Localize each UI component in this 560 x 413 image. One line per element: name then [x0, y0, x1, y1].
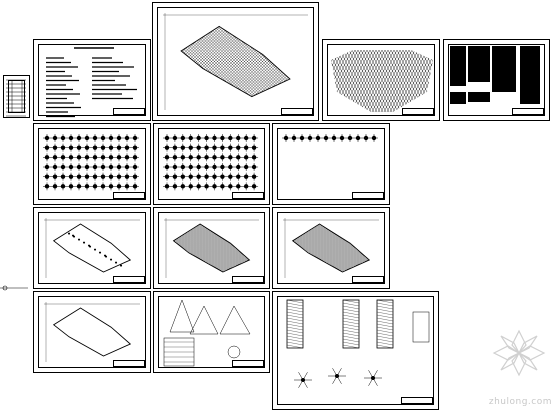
sheet-grid-layout-plan-1[interactable] [153, 207, 270, 289]
sheet-drawing [6, 79, 26, 117]
title-block [113, 360, 145, 367]
title-block [352, 276, 384, 283]
sheet-section-details[interactable] [272, 291, 439, 410]
title-block [113, 192, 145, 199]
title-block [232, 192, 264, 199]
sheet-border [277, 296, 434, 405]
sheet-drawing [44, 302, 140, 362]
sheet-grid-layout-plan-2[interactable] [272, 207, 390, 289]
sheet-drawing [450, 46, 540, 104]
sheet-border [277, 128, 385, 200]
sheet-border [158, 296, 265, 368]
sheet-foundation-plan[interactable] [33, 291, 151, 373]
sheet-roof-plan-large[interactable] [152, 2, 319, 121]
sheet-node-detail-grid-2[interactable] [153, 123, 270, 205]
sheet-drawing [163, 13, 308, 110]
sheet-drawing [43, 134, 139, 191]
title-block [232, 360, 264, 367]
sheet-border [38, 44, 146, 116]
sheet-support-details[interactable] [153, 291, 270, 373]
sheet-index-table[interactable] [3, 75, 30, 118]
sheet-drawing [164, 218, 259, 278]
sheet-drawing [331, 50, 433, 112]
title-block [512, 108, 544, 115]
sheet-drawing [283, 218, 379, 278]
sheet-design-notes[interactable] [33, 39, 151, 121]
sheet-drawing [286, 299, 430, 388]
sheet-border [448, 44, 545, 116]
sheet-border [277, 212, 385, 284]
sheet-border [157, 7, 314, 116]
sheet-space-frame-elevation[interactable] [322, 39, 440, 121]
sheet-border [38, 128, 146, 200]
sheet-border [158, 212, 265, 284]
sheet-drawing [44, 218, 140, 278]
sheet-border [158, 128, 265, 200]
sheet-black-panels[interactable] [443, 39, 550, 121]
title-block [113, 276, 145, 283]
sheet-node-detail-grid-1[interactable] [33, 123, 151, 205]
title-block [401, 397, 433, 404]
section-marker-icon [0, 285, 28, 291]
sheet-column-layout-plan[interactable] [33, 207, 151, 289]
title-block [281, 108, 313, 115]
sheet-drawing [282, 134, 378, 142]
title-block [352, 192, 384, 199]
title-block [402, 108, 434, 115]
title-block [113, 108, 145, 115]
sheet-border [327, 44, 435, 116]
sheet-node-detail-grid-3[interactable] [272, 123, 390, 205]
sheet-border [8, 80, 25, 113]
sheet-drawing [163, 134, 259, 191]
sheet-drawing [46, 47, 137, 118]
title-block [232, 276, 264, 283]
watermark-logo-icon [492, 329, 546, 377]
watermark-text: zhulong.com [488, 397, 552, 407]
sheet-border [38, 212, 146, 284]
sheet-border [38, 296, 146, 368]
sheet-drawing [163, 299, 251, 367]
